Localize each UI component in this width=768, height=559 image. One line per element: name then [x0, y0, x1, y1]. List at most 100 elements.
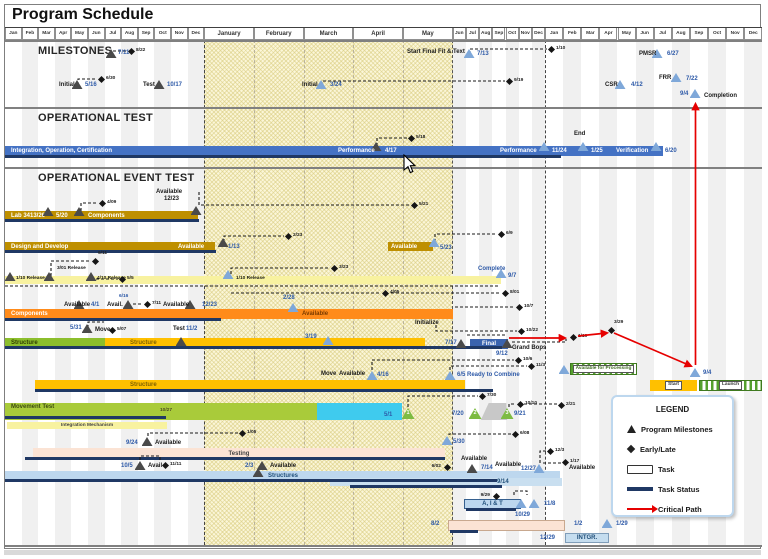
milestone-triangle[interactable]: 1: [401, 408, 415, 419]
gantt-bar[interactable]: [388, 242, 433, 251]
gantt-bar[interactable]: Launch: [699, 380, 762, 391]
chart-text-label: 1/10 Release: [236, 276, 265, 281]
milestone-triangle[interactable]: [495, 269, 507, 278]
month-header-cell: Mar: [581, 27, 600, 40]
gantt-bar[interactable]: [330, 478, 562, 486]
gantt-bar[interactable]: Testing: [33, 448, 445, 459]
month-header-cell: Jan: [5, 27, 22, 40]
milestone-triangle[interactable]: [651, 49, 663, 58]
gantt-bar[interactable]: [448, 520, 565, 531]
milestone-triangle[interactable]: [577, 142, 589, 151]
gantt-bar[interactable]: Structure: [105, 338, 425, 347]
milestone-triangle[interactable]: [670, 73, 682, 82]
milestone-triangle[interactable]: [370, 142, 382, 151]
gantt-bar[interactable]: Available for Processing: [570, 363, 637, 375]
milestone-triangle[interactable]: [190, 206, 202, 215]
milestone-triangle[interactable]: [252, 468, 264, 477]
month-header-cell: Jul: [465, 27, 480, 40]
milestone-triangle[interactable]: [558, 365, 570, 374]
milestone-triangle[interactable]: [689, 368, 701, 377]
gantt-bar[interactable]: [5, 276, 501, 284]
milestone-number: 3: [505, 410, 509, 416]
milestone-triangle[interactable]: [455, 339, 467, 348]
early-late-diamond[interactable]: [546, 447, 554, 455]
milestone-triangle[interactable]: [538, 142, 550, 151]
milestone-triangle[interactable]: 3: [500, 408, 514, 419]
milestone-triangle[interactable]: [614, 80, 626, 89]
gantt-bar[interactable]: Integration, Operation, Certification: [5, 146, 663, 156]
task-status-line: [5, 479, 497, 482]
gantt-bar[interactable]: Integration Mechanism: [7, 422, 167, 429]
early-late-diamond[interactable]: [497, 230, 505, 238]
early-late-diamond[interactable]: [143, 300, 151, 308]
milestone-triangle[interactable]: [366, 371, 378, 380]
milestone-triangle[interactable]: [217, 238, 229, 247]
milestone-triangle[interactable]: [287, 303, 299, 312]
milestone-triangle[interactable]: [428, 238, 440, 247]
milestone-triangle[interactable]: [134, 461, 146, 470]
milestone-triangle[interactable]: [528, 499, 540, 508]
gantt-bar[interactable]: Movement Test: [5, 403, 317, 420]
milestone-triangle[interactable]: [689, 89, 701, 98]
month-header-cell: Sep: [492, 27, 506, 40]
gantt-bar[interactable]: INTGR.: [565, 533, 609, 543]
milestone-triangle[interactable]: [184, 300, 196, 309]
gantt-bar[interactable]: Final: [470, 339, 508, 349]
bar-label: A, I & T: [482, 501, 503, 507]
milestone-triangle[interactable]: [71, 80, 83, 89]
chart-text-label: Move: [321, 371, 337, 377]
chart-text-label: 3/19: [305, 334, 317, 340]
milestone-triangle[interactable]: [444, 371, 456, 380]
milestone-triangle[interactable]: [515, 499, 527, 508]
chart-text-label: Structures: [268, 473, 299, 479]
milestone-triangle[interactable]: [315, 80, 327, 89]
milestone-triangle[interactable]: [73, 207, 85, 216]
gantt-bar[interactable]: [317, 403, 402, 420]
gantt-bar[interactable]: Lab 3413/26: [5, 211, 198, 220]
milestone-triangle[interactable]: [85, 272, 97, 281]
gantt-bar[interactable]: Structure: [5, 338, 105, 347]
milestone-triangle[interactable]: [501, 339, 513, 348]
milestone-triangle[interactable]: [153, 80, 165, 89]
chart-text-label: 7/17: [445, 340, 457, 346]
month-header-cell: Feb: [563, 27, 582, 40]
milestone-triangle[interactable]: [463, 49, 475, 58]
milestone-triangle[interactable]: [441, 436, 453, 445]
milestone-triangle[interactable]: [256, 461, 268, 470]
gantt-bar[interactable]: Structure: [35, 380, 465, 390]
milestone-triangle[interactable]: [650, 142, 662, 151]
diamond-date-label: 11/11: [170, 461, 182, 467]
chart-text-label: Available: [302, 311, 329, 317]
gantt-bar[interactable]: Start: [650, 380, 697, 391]
milestone-triangle[interactable]: [601, 519, 613, 528]
chart-text-label: Verification: [616, 148, 649, 154]
milestone-triangle[interactable]: [222, 270, 234, 279]
month-header-cell: May: [71, 27, 88, 40]
gantt-bar[interactable]: Design and Develop: [5, 242, 215, 251]
milestone-triangle[interactable]: [42, 207, 54, 216]
milestone-number: 2: [473, 410, 477, 416]
gantt-bar[interactable]: [5, 471, 560, 479]
chart-text-label: Grand Bops: [512, 345, 547, 351]
early-late-diamond[interactable]: [547, 45, 555, 53]
milestone-triangle[interactable]: [533, 464, 545, 473]
milestone-triangle[interactable]: [43, 272, 55, 281]
milestone-triangle[interactable]: [81, 324, 93, 333]
section-separator: [5, 545, 762, 547]
milestone-triangle[interactable]: [122, 300, 134, 309]
gantt-bar[interactable]: Components: [5, 309, 453, 319]
diamond-date-label: 5/07: [117, 326, 127, 332]
chart-text-label: 8/2: [431, 521, 440, 527]
milestone-triangle[interactable]: [175, 337, 187, 346]
milestone-triangle[interactable]: [105, 49, 117, 58]
month-stripe: [531, 40, 546, 545]
chart-text-label: Available: [461, 456, 488, 462]
milestone-triangle[interactable]: [73, 300, 85, 309]
current-period-highlight: [204, 40, 453, 545]
milestone-triangle[interactable]: [4, 272, 16, 281]
milestone-triangle[interactable]: 2: [468, 408, 482, 419]
milestone-triangle[interactable]: [322, 336, 334, 345]
milestone-triangle[interactable]: [466, 464, 478, 473]
milestone-triangle[interactable]: [141, 437, 153, 446]
chart-text-label: CSR: [605, 82, 618, 88]
